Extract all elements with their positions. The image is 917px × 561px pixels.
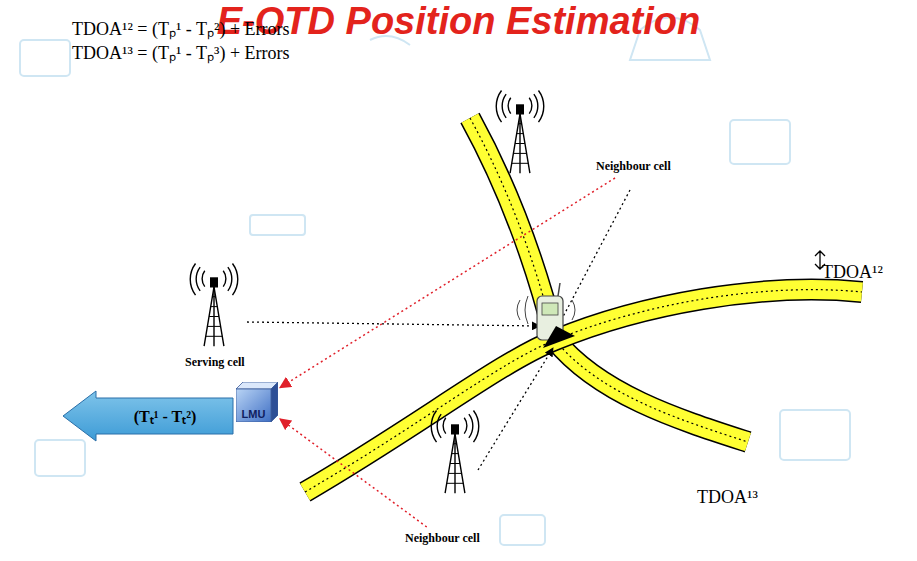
cell-label: Neighbour cell: [594, 158, 673, 175]
result-arrow: (Tₜ¹ - Tₜ²): [62, 390, 234, 442]
node-text: LMU: [242, 408, 266, 420]
node-text: Neighbour cell: [596, 159, 671, 174]
base-station-towers: [190, 90, 544, 493]
band-label: TDOA¹²: [822, 262, 883, 283]
tdoa-formula: TDOA¹³ = (Tₚ¹ - Tₚ³) + Errors: [72, 40, 290, 64]
node-text: Neighbour cell: [405, 531, 480, 546]
antenna-tower: [496, 90, 544, 173]
signal-line: [247, 190, 630, 470]
node-text: Serving cell: [185, 355, 245, 370]
handset: [517, 283, 575, 348]
measurement-link: [280, 178, 615, 388]
cell-label: Neighbour cell: [403, 530, 482, 547]
antenna-tower: [431, 410, 479, 493]
band-label: TDOA¹³: [697, 487, 758, 508]
node-text: (Tₜ¹ - Tₜ²): [134, 405, 197, 427]
antenna-tower: [190, 263, 238, 346]
tdoa-formula: TDOA¹² = (Tₚ¹ - Tₚ²) + Errors: [72, 16, 290, 40]
measurement-link: [280, 419, 427, 527]
hyperbola-band: [305, 118, 862, 492]
lmu-box: LMU: [236, 382, 278, 422]
background-clipart: [20, 18, 850, 546]
cell-label: Serving cell: [183, 354, 247, 371]
